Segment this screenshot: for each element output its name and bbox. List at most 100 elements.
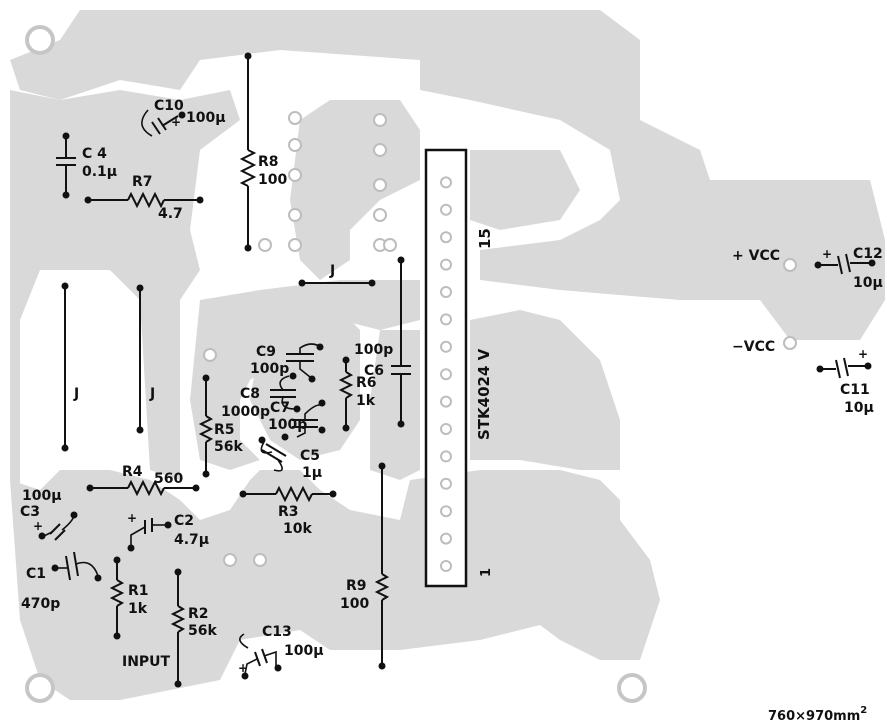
c12-value: 10μ bbox=[853, 275, 883, 291]
r8-ref: R8 bbox=[258, 154, 279, 170]
r2-value: 56k bbox=[188, 623, 217, 639]
r9-ref: R9 bbox=[346, 578, 367, 594]
minus-vcc-label: −VCC bbox=[732, 339, 775, 355]
ic-pin bbox=[440, 450, 452, 463]
capacitor-c1: C1 470p bbox=[21, 551, 102, 612]
jumper-j3: J bbox=[298, 263, 376, 287]
j1-label: J bbox=[73, 386, 79, 402]
r7-value: 4.7 bbox=[158, 206, 183, 222]
c7-value: 100p bbox=[268, 417, 307, 433]
ic-pin bbox=[440, 176, 452, 189]
c9-value: 100p bbox=[250, 361, 289, 377]
r7-ref: R7 bbox=[132, 174, 153, 190]
capacitor-c9: C9 100p bbox=[250, 343, 324, 383]
c4-value: 0.1μ bbox=[82, 164, 117, 180]
c13-plus: + bbox=[238, 661, 248, 675]
plus-vcc-label: + VCC bbox=[732, 248, 780, 264]
capacitor-c11: + C11 10μ bbox=[816, 347, 874, 416]
c9-ref: C9 bbox=[256, 344, 276, 360]
c8-ref: C8 bbox=[240, 386, 260, 402]
r6-value: 1k bbox=[356, 393, 376, 409]
c6-value: 100p bbox=[354, 342, 393, 358]
c2-value: 4.7μ bbox=[174, 532, 209, 548]
c10-value: 100μ bbox=[186, 110, 226, 126]
r1-value: 1k bbox=[128, 601, 148, 617]
r4-value: 560 bbox=[154, 471, 183, 487]
jumper-j1: J bbox=[61, 282, 79, 452]
c1-value: 470p bbox=[21, 596, 60, 612]
ic-stk4024v: STK4024 V 15 1 bbox=[424, 148, 494, 588]
jumper-j2: J bbox=[136, 284, 155, 434]
resistor-r6: R6 1k bbox=[338, 356, 377, 432]
r4-ref: R4 bbox=[122, 464, 143, 480]
j3-label: J bbox=[329, 263, 335, 279]
resistor-r9: R9 100 bbox=[340, 462, 390, 670]
resistor-r2: R2 56k bbox=[170, 568, 217, 688]
ic-pin bbox=[440, 505, 452, 518]
ic-pin bbox=[440, 477, 452, 490]
resistor-r4: R4 560 bbox=[86, 464, 200, 497]
ic-pin bbox=[440, 203, 452, 216]
ic-pin bbox=[440, 423, 452, 435]
c3-value: 100μ bbox=[22, 488, 62, 504]
board-size-exponent: 2 bbox=[860, 705, 867, 716]
resistor-r1: R1 1k bbox=[109, 556, 149, 640]
c12-ref: C12 bbox=[853, 246, 883, 262]
capacitor-c3: 100μ C3 + bbox=[20, 488, 78, 541]
r5-ref: R5 bbox=[214, 422, 235, 438]
c5-value: 1μ bbox=[302, 465, 322, 481]
c10-ref: C10 bbox=[154, 98, 184, 114]
mounting-holes bbox=[25, 25, 647, 703]
capacitor-c12: + C12 10μ bbox=[814, 246, 883, 291]
capacitor-c5: C5 1μ bbox=[258, 433, 322, 481]
c4-ref: C 4 bbox=[82, 146, 107, 162]
input-label: INPUT bbox=[122, 654, 171, 670]
c8-value: 1000p bbox=[221, 404, 270, 420]
c11-value: 10μ bbox=[844, 400, 874, 416]
c1-ref: C1 bbox=[26, 566, 46, 582]
r8-value: 100 bbox=[258, 172, 287, 188]
ic-pin bbox=[440, 231, 452, 244]
c6-ref: C6 bbox=[364, 363, 384, 379]
c11-plus: + bbox=[858, 347, 868, 361]
c2-ref: C2 bbox=[174, 513, 194, 529]
c13-ref: C13 bbox=[262, 624, 292, 640]
resistor-r8: R8 100 bbox=[239, 52, 287, 252]
ic-pin bbox=[440, 560, 452, 572]
capacitor-c2: + C2 4.7μ bbox=[127, 511, 209, 552]
ic-name-label: STK4024 V bbox=[475, 348, 493, 440]
ic-pin bbox=[440, 313, 452, 326]
ic-pin15-label: 15 bbox=[476, 228, 494, 249]
ic-pin bbox=[440, 532, 452, 545]
resistor-r5: R5 56k bbox=[198, 374, 243, 478]
c3-plus: + bbox=[33, 519, 43, 533]
c11-ref: C11 bbox=[840, 382, 870, 398]
ic-pin1-label: 1 bbox=[479, 568, 494, 577]
board-size-text: 760×970mm bbox=[768, 709, 860, 723]
ic-pin bbox=[440, 258, 452, 271]
r9-value: 100 bbox=[340, 596, 369, 612]
r2-ref: R2 bbox=[188, 606, 209, 622]
capacitor-c7: C7 100p bbox=[268, 399, 326, 438]
capacitor-c10: C10 + 100μ bbox=[141, 98, 226, 137]
r3-value: 10k bbox=[283, 521, 312, 537]
j2-label: J bbox=[149, 386, 155, 402]
r5-value: 56k bbox=[214, 439, 243, 455]
r3-ref: R3 bbox=[278, 504, 299, 520]
capacitor-c8: C8 1000p bbox=[221, 372, 301, 420]
c7-ref: C7 bbox=[270, 400, 290, 416]
ic-pin bbox=[440, 286, 452, 298]
capacitor-c13: + C13 100μ bbox=[238, 624, 324, 680]
ic-pin bbox=[440, 340, 452, 353]
ic-pin bbox=[440, 368, 452, 381]
r6-ref: R6 bbox=[356, 375, 377, 391]
c10-plus: + bbox=[171, 115, 181, 129]
board-size-label: 760×970mm2 bbox=[768, 705, 867, 723]
c12-plus: + bbox=[822, 247, 832, 261]
resistor-r7: R7 4.7 bbox=[84, 174, 204, 222]
r1-ref: R1 bbox=[128, 583, 149, 599]
ic-pin bbox=[440, 395, 452, 408]
trace-pads bbox=[203, 111, 797, 567]
c13-value: 100μ bbox=[284, 643, 324, 659]
